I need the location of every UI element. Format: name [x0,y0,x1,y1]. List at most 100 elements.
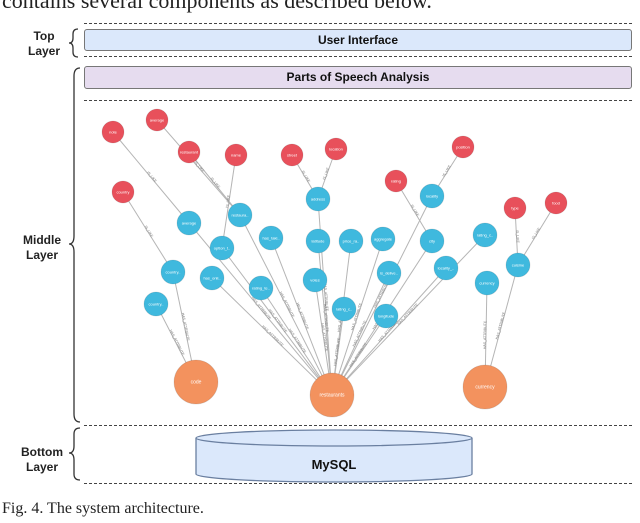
graph-node-label: note [109,130,118,135]
graph-edge-label: IS_LIKE [144,225,155,239]
graph-node-blue [199,265,225,291]
graph-node-blue [143,291,169,317]
graph-node-label: country.. [165,270,180,275]
graph-edge [517,202,557,266]
graph-node-blue [209,235,235,261]
top-layer-label-line1: Top [33,29,55,43]
graph-node-blue [227,202,253,228]
graph-node-blue [474,270,500,296]
top-layer-label-line2: Layer [27,44,61,58]
graph-node-label: rating_te.. [252,286,270,291]
bottom-layer-divider-top [84,425,632,426]
graph-node-label: currency [479,281,494,286]
figure-caption: Fig. 4. The system architecture. [2,500,204,517]
graph-node-label: locality [426,194,438,199]
bottom-layer-divider-bottom [84,483,632,484]
graph-node-blue [419,228,445,254]
graph-node-red [145,108,169,132]
graph-edge-label: HAS_ATTRIBUTE [495,311,506,340]
graph-node-blue [305,228,331,254]
middle-layer-brace [68,67,81,423]
graph-edge [211,277,333,396]
graph-node-blue [302,267,328,293]
graph-node-red [384,169,408,193]
graph-node-red [111,180,135,204]
top-layer-divider-bottom [84,56,632,57]
graph-edge-label: IS_LIKE [442,164,453,178]
graph-edge [331,195,433,396]
graph-node-orange [309,372,355,418]
graph-edge-label: IS_LIKE [301,170,311,184]
graph-node-label: restaura.. [232,213,249,218]
graph-node-red [451,135,475,159]
graph-edge [188,151,241,216]
graph-node-red [177,140,201,164]
graph-node-label: average [182,221,197,226]
graph-node-blue [505,252,531,278]
graph-edge [122,191,174,273]
graph-node-label: has_onli.. [203,276,220,281]
graph-edge-label: HAS_ATTRIBUTE [323,304,330,333]
graph-edge [221,247,333,396]
body-text-fragment: contains several components as described… [2,0,432,13]
graph-node-label: food [552,201,560,206]
graph-node-label: cuisine [512,263,525,268]
graph-node-label: longitude [378,314,395,319]
graph-node-label: name [231,153,242,158]
graph-edge [239,214,333,396]
graph-edge-label: HAS_ATTRIBUTE [323,283,329,312]
graph-edge [331,238,384,396]
graph-node-red [101,120,125,144]
graph-edge-label: IS_LIKE [146,171,158,184]
graph-nodes: note average restaurant name street location p… [101,108,568,418]
graph-edge-label: IS_LIKE [410,204,420,218]
graph-node-label: votes [310,278,320,283]
graph-node-blue [419,183,445,209]
graph-node-label: restaurants [319,393,345,399]
graph-edge [112,131,190,224]
graph-node-blue [305,186,331,212]
database-cylinder-top [195,429,473,447]
graph-node-red [224,143,248,167]
graph-edge-label: HAS_ATTRIBUTE [333,337,341,366]
graph-node-label: is_delive.. [380,271,398,276]
bottom-layer-label: Bottom Layer [14,445,70,475]
graph-node-label: city [429,239,435,244]
database-label: MySQL [312,457,357,472]
bottom-layer-label-line2: Layer [25,460,59,474]
graph-node-blue [338,228,364,254]
graph-node-label: street [287,153,298,158]
graph-node-label: restaurant [180,150,199,155]
graph-edge [317,240,333,396]
top-layer-brace [68,28,79,58]
top-layer-divider-top [84,23,632,24]
graph-node-blue [472,222,498,248]
graph-edge-label: IS_LIKE [210,177,222,190]
graph-node-label: aggregate [374,237,393,242]
graph-node-label: rating_c.. [336,307,352,312]
graph-edge-label: HAS_ATTRIBUTE [320,323,328,352]
pos-analysis-bar: Parts of Speech Analysis [84,66,632,89]
graph-node-orange [173,359,219,405]
graph-node-label: country [116,190,129,195]
graph-node-label: rating_c.. [477,233,493,238]
middle-layer-label-line2: Layer [25,248,59,262]
graph-node-label: option_t.. [214,246,230,251]
graph-edges [112,119,557,396]
graph-node-label: location [329,147,343,152]
graph-node-blue [160,259,186,285]
graph-node-label: rating [391,179,401,184]
middle-layer-label-line1: Middle [23,233,61,247]
graph-node-label: position [456,145,470,150]
graph-node-blue [176,210,202,236]
graph-node-blue [258,225,284,251]
graph-node-blue [370,226,396,252]
database-cylinder-body [195,438,473,483]
graph-node-blue [433,255,459,281]
graph-node-label: country.. [148,302,163,307]
top-layer-label: Top Layer [20,29,68,59]
graph-edge [156,119,241,216]
graph-edge-label: IS_LIKE [322,166,330,180]
